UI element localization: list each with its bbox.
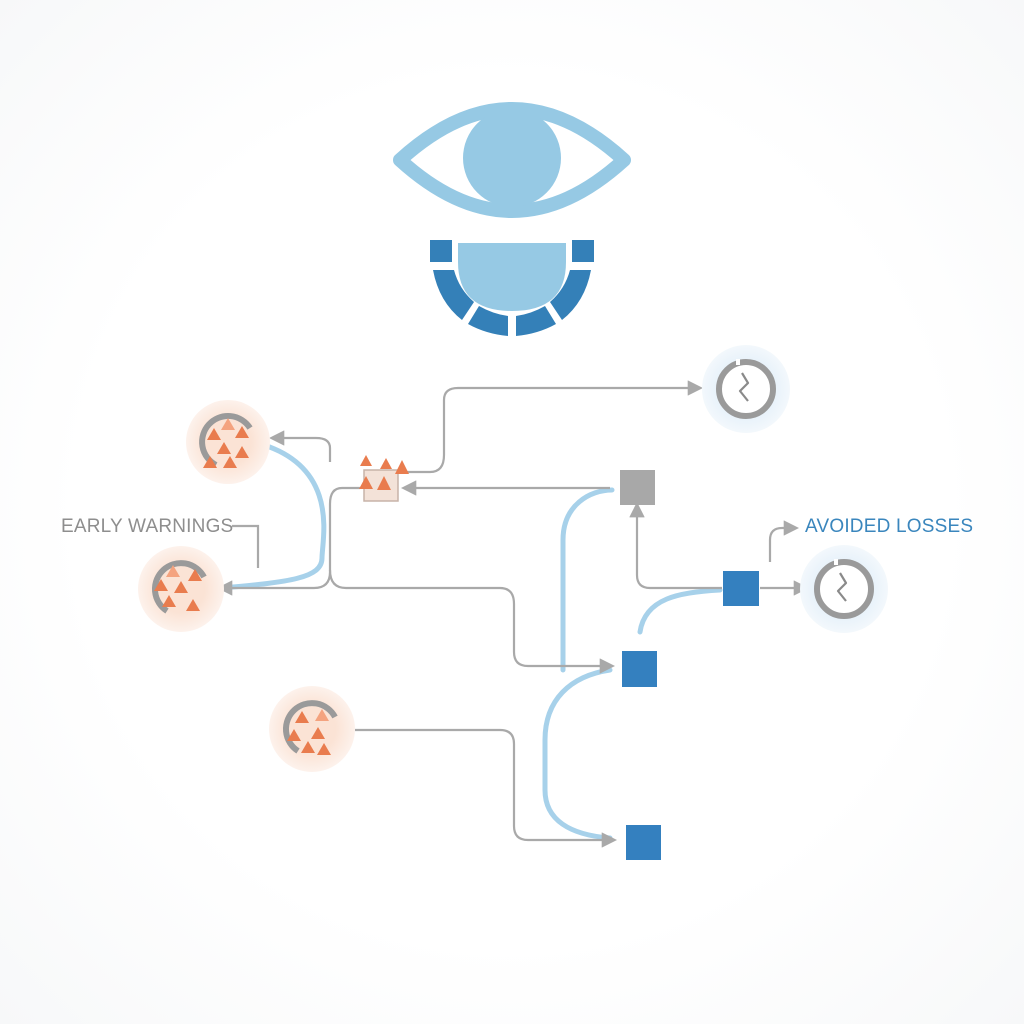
flow-curves (219, 442, 723, 841)
warning-node-3[interactable] (269, 686, 355, 772)
flow-curve-to-gray-node (560, 487, 615, 673)
flow-curve-to-bottom-node (542, 667, 613, 841)
broken-clock-icon-right[interactable] (800, 545, 888, 633)
person-body (458, 243, 566, 311)
connector-hub-to-warning-2 (216, 486, 360, 596)
node-gray[interactable] (620, 470, 655, 505)
warning-node-2[interactable] (138, 546, 224, 632)
broken-clock-icon-top[interactable] (702, 345, 790, 433)
early-warnings-label: EARLY WARNINGS (61, 516, 234, 537)
avoided-losses-label: AVOIDED LOSSES (805, 516, 974, 537)
eye-person-icon (393, 102, 631, 336)
node-blue-right[interactable] (723, 571, 759, 606)
crack (836, 572, 848, 602)
crack (738, 372, 750, 402)
connector-warning-3-to-bottom (355, 728, 618, 848)
leader-early-warnings (232, 524, 260, 568)
connector-hub-down (328, 569, 616, 674)
eye-outline (393, 102, 631, 218)
flow-curve-right-node (637, 587, 723, 635)
square-nodes (620, 470, 759, 860)
cycle-ring (199, 413, 253, 468)
flow-curve-warning-link (219, 442, 327, 591)
connector-right-node-to-gray (629, 501, 722, 590)
cycle-ring (283, 700, 338, 754)
segmented-ring (430, 240, 594, 336)
connector-to-top-loss (398, 380, 704, 474)
cycle-ring (152, 560, 207, 614)
leader-avoided-losses (768, 520, 800, 562)
gray-connectors (216, 380, 810, 848)
warning-node-1[interactable] (186, 400, 270, 484)
eye-pupil (463, 109, 561, 207)
node-blue-middle[interactable] (622, 651, 657, 687)
warning-hub-icon[interactable] (359, 455, 409, 502)
node-blue-bottom[interactable] (626, 825, 661, 860)
connector-small-to-warning-1 (268, 430, 332, 462)
